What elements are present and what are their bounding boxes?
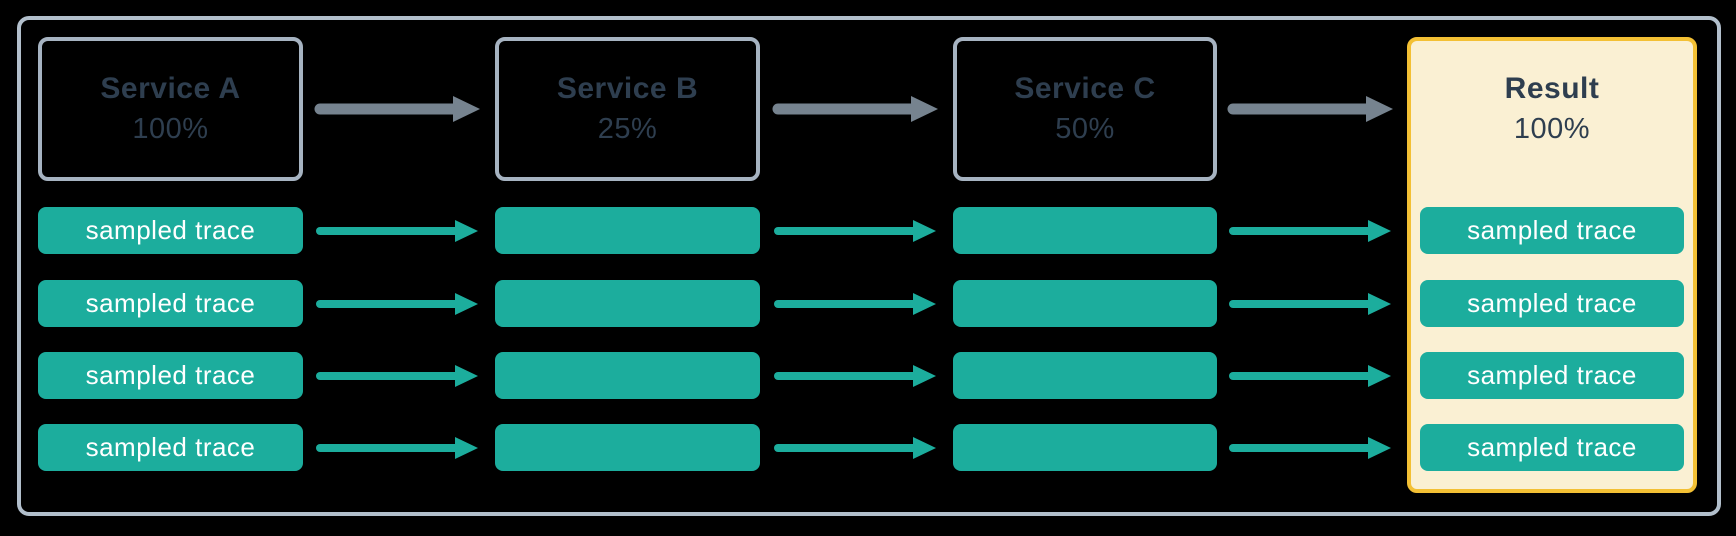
arrow-cell <box>760 280 953 327</box>
trace-box: sampled trace <box>38 352 303 399</box>
arrow-right-icon <box>773 219 936 242</box>
diagram-frame: Service A 100% Service B 25% Service C 5… <box>17 16 1721 516</box>
trace-label: sampled trace <box>1467 215 1637 245</box>
arrow-cell <box>760 207 953 254</box>
arrow-cell <box>1217 280 1407 327</box>
trace-label: sampled trace <box>85 215 256 245</box>
arrow-right-icon <box>772 96 938 122</box>
service-sample-rate: 100% <box>132 113 209 145</box>
arrow-cell <box>760 37 953 181</box>
arrow-right-icon <box>316 219 478 242</box>
service-title: Service C <box>1014 72 1156 105</box>
arrow-right-icon <box>1229 364 1391 387</box>
arrow-right-icon <box>1227 96 1393 122</box>
trace-label: sampled trace <box>85 360 256 390</box>
service-sample-rate: 50% <box>1055 113 1115 145</box>
arrow-right-icon <box>773 436 936 459</box>
arrow-cell <box>760 352 953 399</box>
arrow-right-icon <box>773 364 936 387</box>
arrow-cell <box>303 424 495 471</box>
service-title: Service A <box>100 72 241 105</box>
arrow-right-icon <box>316 436 478 459</box>
trace-box: sampled trace <box>38 207 303 254</box>
service-title: Service B <box>556 72 699 105</box>
trace-box <box>953 280 1217 327</box>
service-b-box: Service B 25% <box>495 37 760 181</box>
trace-box <box>495 352 760 399</box>
trace-box: sampled trace <box>1420 207 1684 254</box>
arrow-right-icon <box>316 364 478 387</box>
result-header: Result 100% <box>1407 37 1697 181</box>
trace-label: sampled trace <box>1467 288 1637 318</box>
trace-box <box>495 280 760 327</box>
trace-box: sampled trace <box>38 424 303 471</box>
arrow-cell <box>760 424 953 471</box>
trace-box <box>953 207 1217 254</box>
service-a-box: Service A 100% <box>38 37 303 181</box>
arrow-cell <box>1217 424 1407 471</box>
arrow-right-icon <box>316 292 478 315</box>
trace-box <box>953 352 1217 399</box>
trace-box: sampled trace <box>1420 352 1684 399</box>
arrow-right-icon <box>1229 292 1391 315</box>
trace-box <box>953 424 1217 471</box>
result-sample-rate: 100% <box>1513 113 1591 145</box>
trace-box <box>495 424 760 471</box>
arrow-cell <box>303 352 495 399</box>
arrow-right-icon <box>1229 219 1391 242</box>
arrow-cell <box>1217 207 1407 254</box>
service-c-box: Service C 50% <box>953 37 1217 181</box>
trace-label: sampled trace <box>85 432 256 462</box>
trace-box <box>495 207 760 254</box>
result-title: Result <box>1504 72 1600 105</box>
arrow-right-icon <box>773 292 936 315</box>
arrow-cell <box>303 280 495 327</box>
service-sample-rate: 25% <box>597 113 658 145</box>
trace-label: sampled trace <box>1467 432 1637 462</box>
arrow-cell <box>303 207 495 254</box>
trace-label: sampled trace <box>1467 360 1637 390</box>
trace-box: sampled trace <box>1420 424 1684 471</box>
trace-box: sampled trace <box>38 280 303 327</box>
trace-label: sampled trace <box>85 288 256 318</box>
arrow-cell <box>1217 352 1407 399</box>
diagram-grid: Service A 100% Service B 25% Service C 5… <box>21 20 1717 493</box>
arrow-cell <box>1217 37 1407 181</box>
trace-box: sampled trace <box>1420 280 1684 327</box>
result-container <box>1407 37 1697 493</box>
arrow-right-icon <box>314 96 480 122</box>
arrow-cell <box>303 37 495 181</box>
arrow-right-icon <box>1229 436 1391 459</box>
